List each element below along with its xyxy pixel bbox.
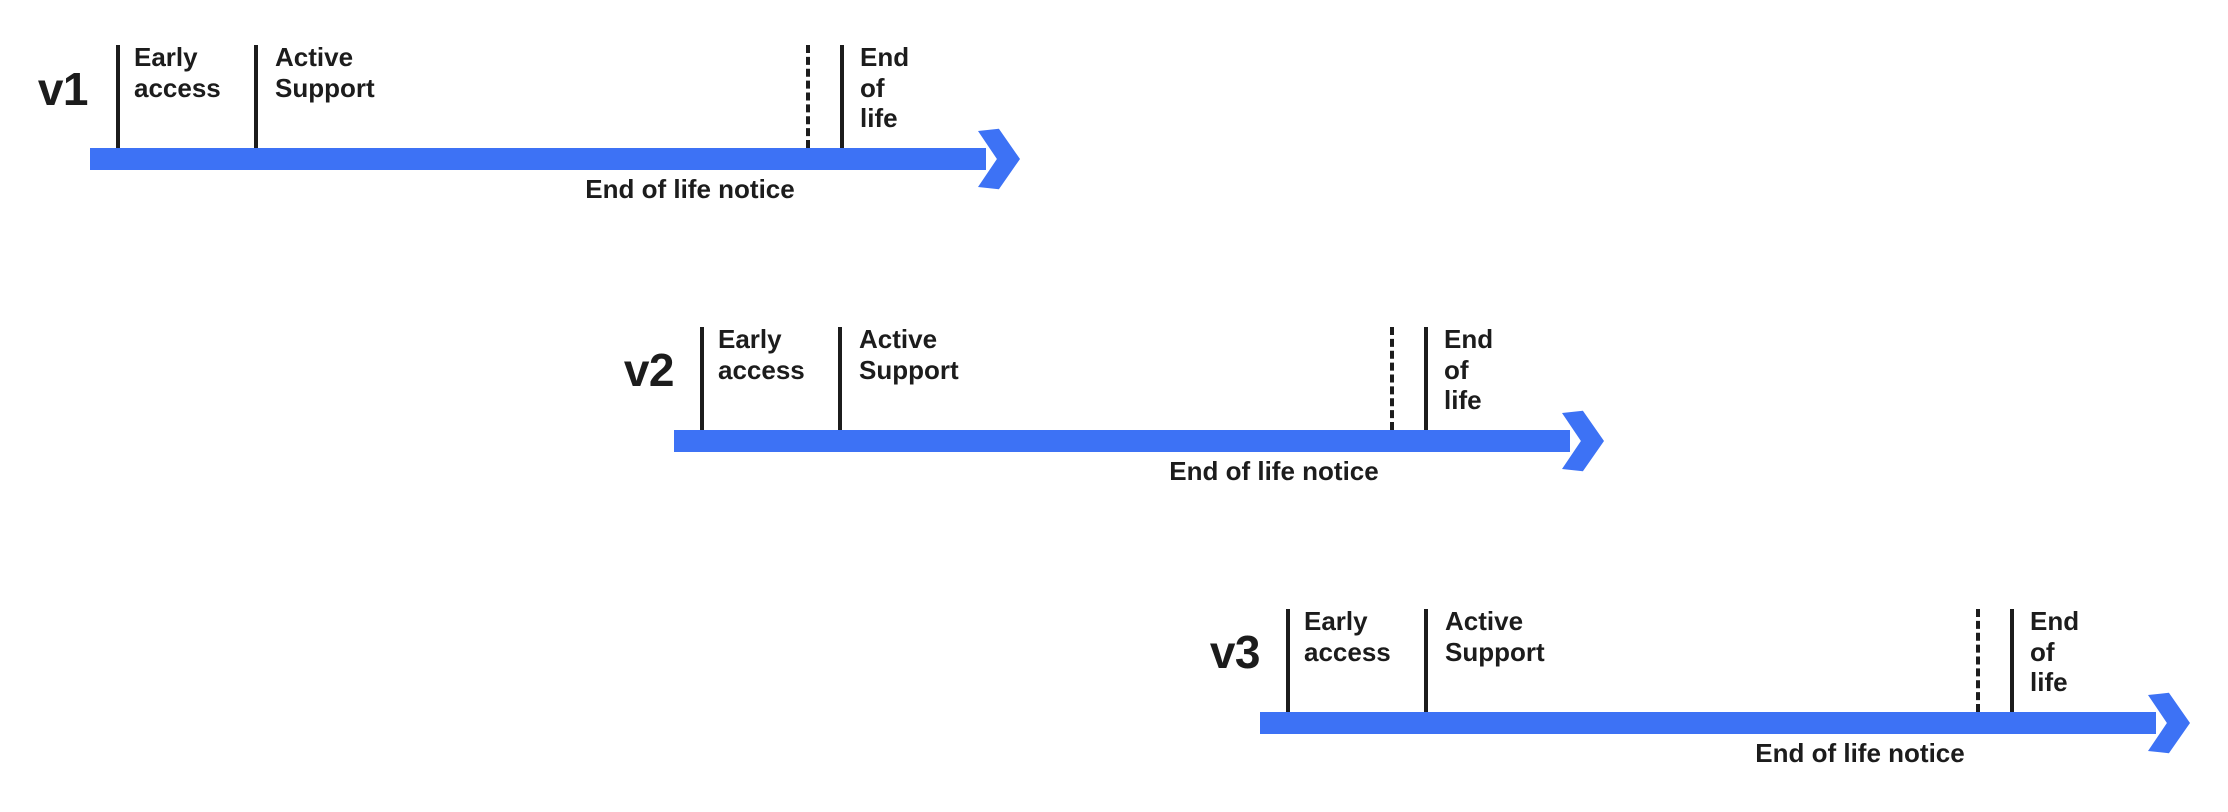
arrow-head-icon xyxy=(978,128,1020,190)
arrow-shaft xyxy=(1260,712,2156,734)
version-label-v2: v2 xyxy=(623,344,675,396)
end-of-life-notice-label: End of life notice xyxy=(585,174,795,204)
active-support-label: Active Support xyxy=(275,42,375,103)
end-of-life-notice-label: End of life notice xyxy=(1169,456,1379,486)
eol-notice-divider xyxy=(806,45,810,148)
eol-notice-divider xyxy=(1390,327,1394,430)
arrow-head-icon xyxy=(1562,410,1604,472)
end-of-life-divider xyxy=(2010,609,2014,712)
early-access-label: Early access xyxy=(134,42,221,103)
early-access-label: Early access xyxy=(1304,606,1391,667)
arrow-shaft xyxy=(674,430,1570,452)
timeline-arrow xyxy=(90,128,1020,190)
early-access-end-divider xyxy=(1424,609,1428,712)
end-of-life-label: End of life xyxy=(860,42,910,134)
early-access-end-divider xyxy=(254,45,258,148)
early-access-label: Early access xyxy=(718,324,805,385)
version-label-v3: v3 xyxy=(1209,626,1261,678)
eol-notice-divider xyxy=(1976,609,1980,712)
version-label-v1: v1 xyxy=(37,63,89,115)
active-support-label: Active Support xyxy=(1445,606,1545,667)
start-divider xyxy=(1286,609,1290,712)
end-of-life-divider xyxy=(840,45,844,148)
start-divider xyxy=(116,45,120,148)
end-of-life-label: End of life xyxy=(2030,606,2080,698)
start-divider xyxy=(700,327,704,430)
active-support-label: Active Support xyxy=(859,324,959,385)
arrow-head-icon xyxy=(2148,692,2190,754)
end-of-life-notice-label: End of life notice xyxy=(1755,738,1965,768)
early-access-end-divider xyxy=(838,327,842,430)
timeline-arrow xyxy=(674,410,1604,472)
timeline-arrow xyxy=(1260,692,2190,754)
arrow-shaft xyxy=(90,148,986,170)
end-of-life-divider xyxy=(1424,327,1428,430)
end-of-life-label: End of life xyxy=(1444,324,1494,416)
